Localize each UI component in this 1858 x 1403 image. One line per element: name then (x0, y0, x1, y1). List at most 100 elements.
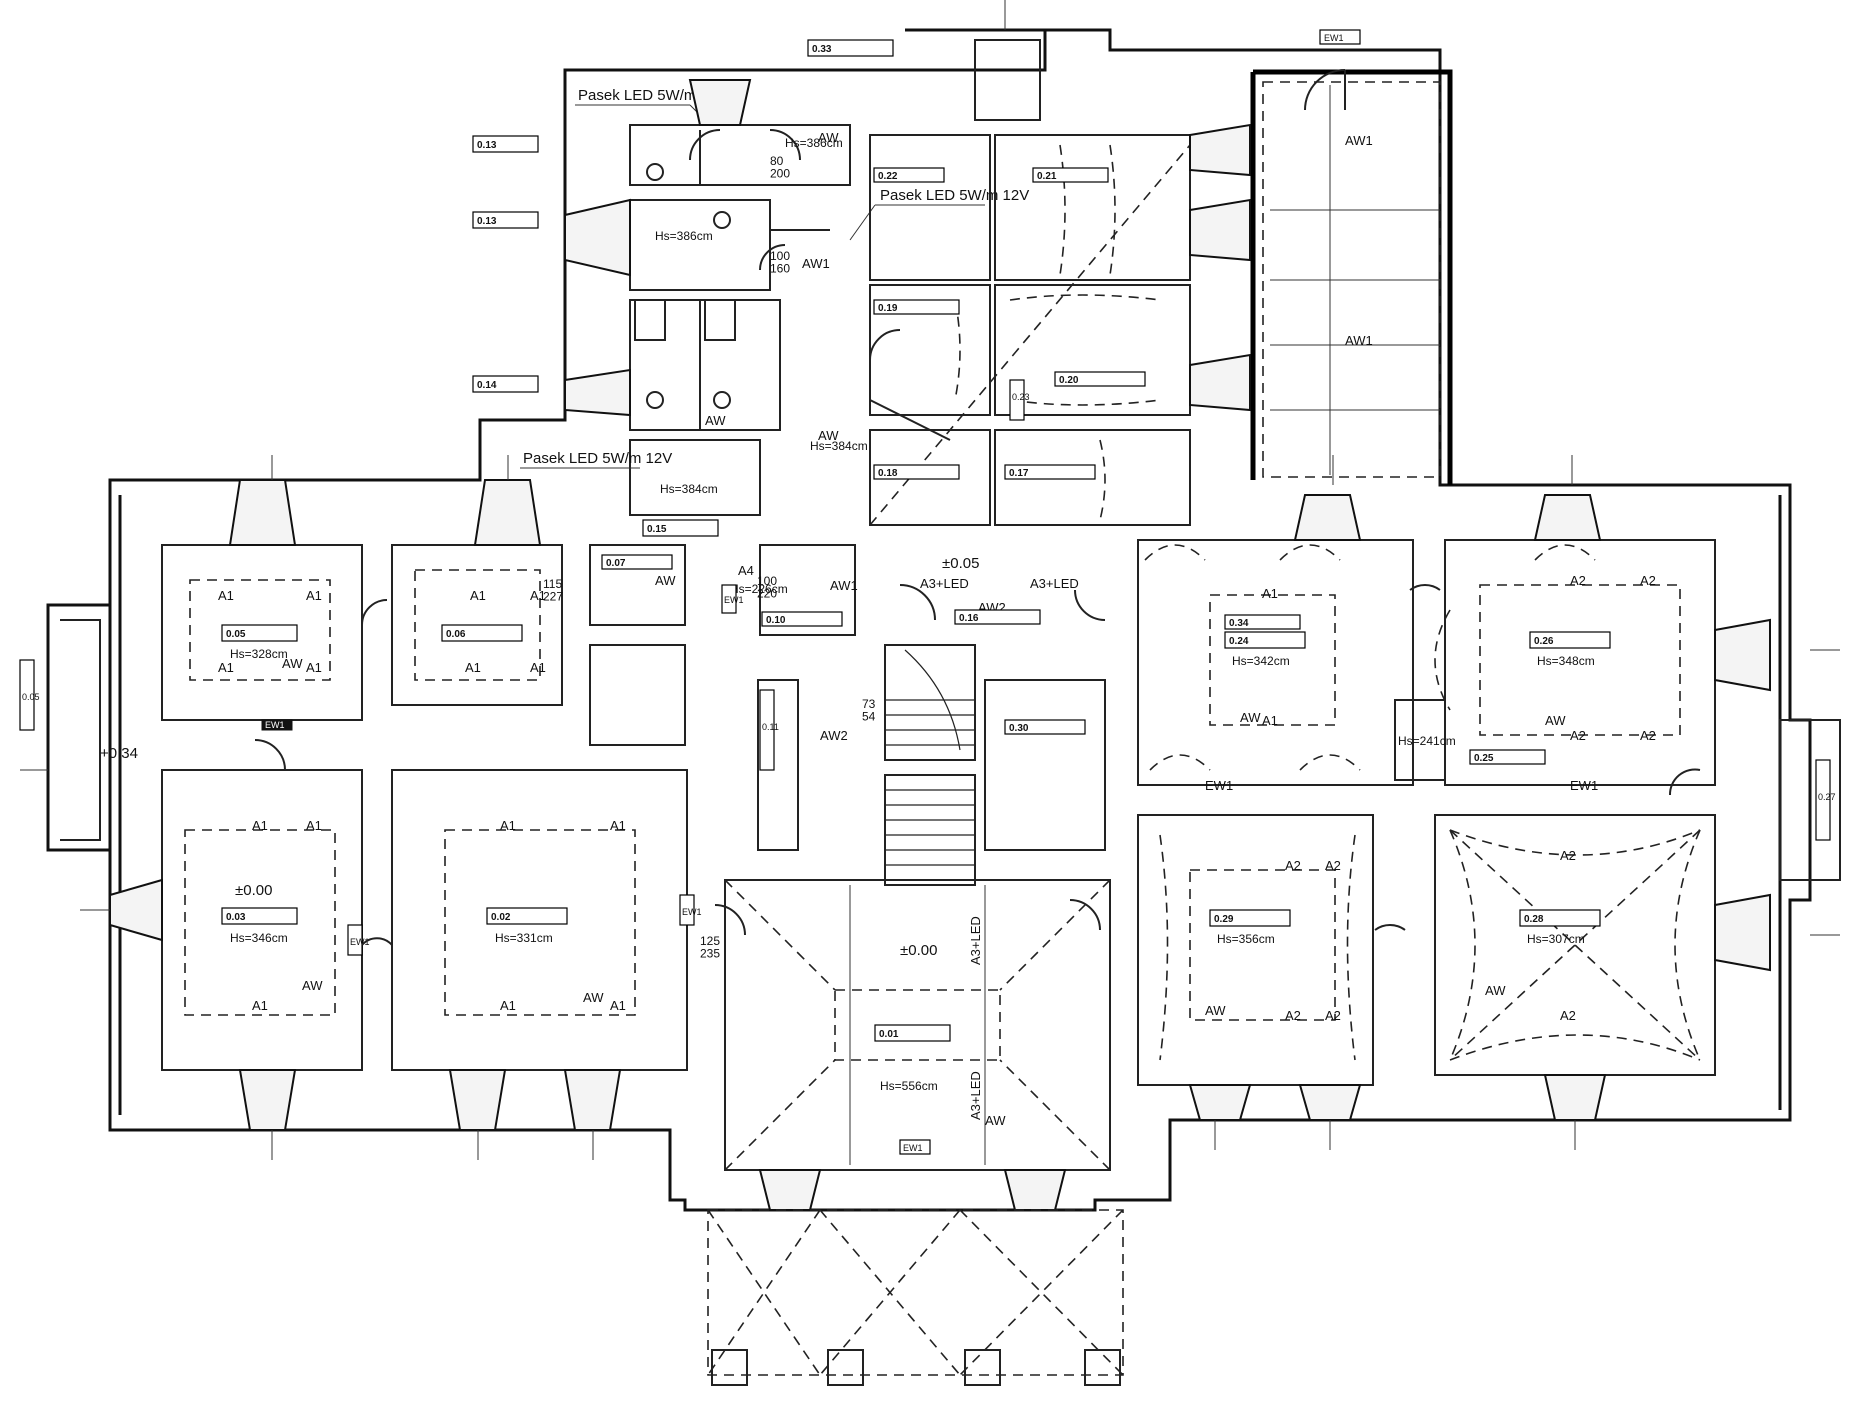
a2-symbol-029d: A2 (1325, 1008, 1341, 1023)
room-003-num: 0.03 (226, 912, 246, 923)
porch (707, 1209, 1124, 1386)
room-015-height: Hs=384cm (660, 482, 718, 496)
room-023-num: 0.23 (1012, 392, 1030, 402)
room-018-num: 0.18 (878, 468, 898, 479)
room-026-height: Hs=348cm (1537, 654, 1595, 668)
windows (109, 79, 1771, 1211)
room-013-num: 0.13 (477, 140, 497, 151)
room-022-num: 0.22 (878, 171, 898, 182)
right-wing: 0.24 Hs=342cm A1 A1 AW 0.26 Hs=348cm A2 … (1009, 29, 1841, 1086)
room-028-num: 0.28 (1524, 914, 1544, 925)
upper-rooms: 0.22 0.21 0.19 0.20 0.18 0.17 (869, 134, 1191, 526)
room-015-num: 0.15 (647, 524, 667, 535)
aw-symbol-024: AW (1240, 710, 1261, 725)
a2-symbol-026d: A2 (1640, 728, 1656, 743)
led-strip-label-mid: Pasek LED 5W/m 12V (880, 187, 1029, 204)
aw-symbol-003: AW (302, 978, 323, 993)
room-004-tag: 0.05 (22, 692, 40, 702)
room-tags-top: 0.33 0.13 0.13 0.14 0.15 Hs=384cm (472, 39, 894, 537)
room-021-num: 0.21 (1037, 171, 1057, 182)
led-strip-label-low: Pasek LED 5W/m 12V (523, 450, 672, 467)
a1-symbol-005d: A1 (306, 660, 322, 675)
aw1-symbol-toilet: AW1 (802, 256, 830, 271)
room-003-height: Hs=346cm (230, 931, 288, 945)
winter-garden (1250, 69, 1453, 485)
ew1-symbol-hall: EW1 (903, 1143, 923, 1153)
room-002-num: 0.02 (491, 912, 511, 923)
room-001-height: Hs=556cm (880, 1079, 938, 1093)
room-024-num: 0.24 (1229, 636, 1249, 647)
room-016-num: 0.16 (959, 613, 979, 624)
aw-symbol-toilet: AW (818, 130, 839, 145)
a1-symbol-006a: A1 (470, 588, 486, 603)
a3-led-corridor-a: A3+LED (920, 576, 969, 591)
aw1-symbol-garden-a: AW1 (1345, 133, 1373, 148)
ew1-symbol-010: EW1 (724, 595, 744, 605)
level-corridor: ±0.05 (942, 555, 979, 572)
aw-symbol-028: AW (1485, 983, 1506, 998)
room-011-num: 0.11 (762, 722, 779, 732)
ew1-symbol-005: EW1 (265, 720, 285, 730)
a1-symbol-002d: A1 (610, 998, 626, 1013)
aw1-symbol-garden-b: AW1 (1345, 333, 1373, 348)
room-030-num: 0.30 (1009, 723, 1029, 734)
room-013b-num: 0.13 (477, 216, 497, 227)
a3-led-corridor-b: A3+LED (1030, 576, 1079, 591)
a1-symbol-005b: A1 (306, 588, 322, 603)
room-005-num: 0.05 (226, 629, 246, 640)
room-024-height: Hs=342cm (1232, 654, 1290, 668)
a3-led-hall-a: A3+LED (968, 916, 983, 965)
a2-symbol-026a: A2 (1570, 573, 1586, 588)
a2-symbol-029a: A2 (1285, 858, 1301, 873)
a1-symbol-003a: A1 (252, 818, 268, 833)
a1-symbol-005c: A1 (218, 660, 234, 675)
room-034-num: 0.34 (1229, 618, 1249, 629)
room-025-height: Hs=241cm (1398, 734, 1456, 748)
room-010-height: Hs=226cm (730, 582, 788, 596)
aw-symbol-026: AW (1545, 713, 1566, 728)
a2-symbol-029c: A2 (1285, 1008, 1301, 1023)
room-033-num: 0.33 (812, 44, 832, 55)
a1-symbol-003c: A1 (252, 998, 268, 1013)
a2-symbol-028b: A2 (1560, 1008, 1576, 1023)
a2-symbol-026b: A2 (1640, 573, 1656, 588)
ew1-symbol-garden: EW1 (1324, 33, 1344, 43)
a3-led-hall-b: A3+LED (968, 1071, 983, 1120)
aw-symbol-007: AW (655, 573, 676, 588)
aw2-symbol-stair: AW2 (820, 728, 848, 743)
toilet-upper-height: Hs=386cm (785, 136, 843, 150)
a2-symbol-029b: A2 (1325, 858, 1341, 873)
aw-symbol-029: AW (1205, 1003, 1226, 1018)
axis-ticks (20, 0, 1840, 1160)
a1-symbol-006d: A1 (530, 660, 546, 675)
room-006-num: 0.06 (446, 629, 466, 640)
room-029-height: Hs=356cm (1217, 932, 1275, 946)
a1-symbol-024b: A1 (1262, 713, 1278, 728)
room-025-num: 0.25 (1474, 753, 1494, 764)
room-007-num: 0.07 (606, 558, 626, 569)
aw-symbol-hall: AW (985, 1113, 1006, 1128)
room-027-num: 0.27 (1818, 792, 1836, 802)
aw1-symbol-corridor: AW1 (830, 578, 858, 593)
a1-symbol-002c: A1 (500, 998, 516, 1013)
a1-symbol-006b: A1 (530, 588, 546, 603)
a1-symbol-005a: A1 (218, 588, 234, 603)
room-002-height: Hs=331cm (495, 931, 553, 945)
central-hall: 0.01 ±0.00 Hs=556cm A3+LED A3+LED AW EW1… (724, 555, 1111, 1171)
ew1-symbol-002b: EW1 (682, 907, 702, 917)
level-hall: ±0.00 (900, 942, 937, 959)
room-001-num: 0.01 (879, 1029, 899, 1040)
room-005-height: Hs=328cm (230, 647, 288, 661)
a1-symbol-024a: A1 (1262, 586, 1278, 601)
room-019-num: 0.19 (878, 303, 898, 314)
ew1-symbol-right2: EW1 (1205, 778, 1233, 793)
aw-symbol-corridor: AW (818, 428, 839, 443)
room-017-num: 0.17 (1009, 468, 1029, 479)
toilet-mid-height: Hs=386cm (655, 229, 713, 243)
